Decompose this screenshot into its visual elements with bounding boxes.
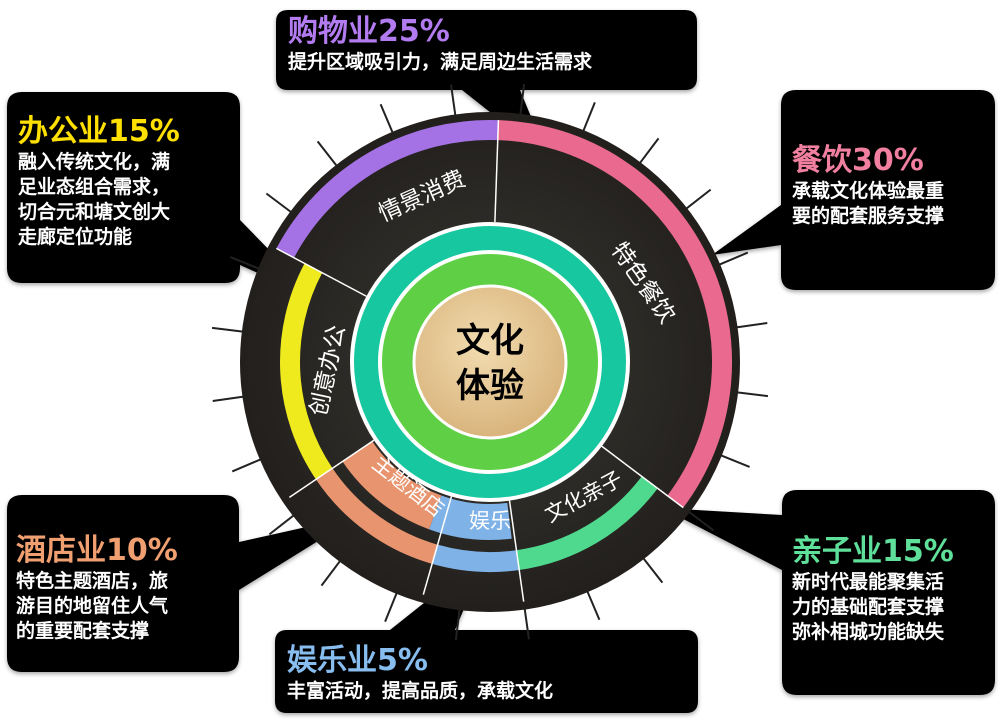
outer-percentage-arcs [275, 120, 733, 602]
ring-tick [384, 591, 399, 622]
callout-box-kids [662, 490, 995, 695]
segment-divider [288, 439, 375, 498]
center-circle [412, 284, 568, 440]
segment-divider [275, 247, 367, 297]
callout-catering-line: 要的配套服务支撑 [792, 205, 945, 227]
callout-boxes [7, 10, 995, 713]
callout-office-title: 办公业15% [18, 114, 180, 149]
callout-catering: 餐饮30% 承载文化体验最重 要的配套服务支撑 [792, 143, 944, 229]
ring-tick [519, 83, 526, 116]
callout-kids-line: 新时代最能聚集活 [792, 571, 945, 593]
ring-tick [268, 513, 296, 536]
outer-arc-office [280, 263, 333, 480]
callout-office-line: 切合元和塘文创大 [18, 201, 171, 223]
callout-kids-line: 弥补相城功能缺失 [792, 621, 945, 643]
outer-arc-hotel [315, 468, 438, 564]
callout-hotel-line: 的重要配套支撑 [16, 620, 150, 642]
ring-tick [641, 556, 664, 584]
segment-divider [422, 496, 453, 595]
inner-band-hotel [342, 441, 442, 530]
callout-shopping: 购物业25% 提升区域吸引力，满足周边生活需求 [288, 14, 592, 75]
ring-tick [717, 251, 749, 267]
ring-tick [719, 453, 750, 468]
callout-hotel-title: 酒店业10% [16, 533, 178, 568]
ring-tick [684, 188, 712, 211]
callout-kids-title: 亲子业15% [792, 534, 954, 569]
callout-box-office [7, 92, 318, 300]
callout-shopping-title: 购物业25% [288, 14, 450, 49]
ring-tick [736, 391, 769, 398]
callout-kids-line: 力的基础配套支撑 [792, 596, 945, 618]
outer-arc-shopping [276, 120, 499, 258]
ring-tick [265, 192, 293, 214]
ring-tick [320, 559, 342, 587]
callout-catering-line: 承载文化体验最重 [792, 180, 945, 202]
ring-tick [638, 137, 660, 165]
callout-box-catering [712, 90, 995, 290]
ring-tick [523, 607, 530, 640]
callout-box-shopping [276, 10, 697, 158]
outer-arc-kids [516, 476, 658, 571]
ring-tick [230, 256, 261, 271]
callout-box-entertainment [275, 552, 698, 713]
inner-band-entertainment [429, 495, 512, 540]
callout-kids: 亲子业15% 新时代最能聚集活 力的基础配套支撑 弥补相城功能缺失 [792, 534, 954, 645]
ring-tick-marks [211, 83, 769, 641]
outer-arc-catering [497, 120, 733, 508]
callout-hotel: 酒店业10% 特色主题酒店，旅 游目的地留住人气 的重要配套支撑 [16, 533, 178, 644]
callout-entertainment-line: 丰富活动，提高品质，承载文化 [287, 680, 554, 702]
segment-divider [508, 500, 525, 602]
ring-tick [450, 84, 457, 117]
callout-office-line: 走廊定位功能 [18, 226, 133, 248]
callout-shopping-line: 提升区域吸引力，满足周边生活需求 [288, 51, 593, 73]
callout-entertainment: 娱乐业5% 丰富活动，提高品质，承载文化 [287, 643, 553, 704]
center-text-line2: 体验 [456, 366, 524, 406]
callout-box-hotel [7, 495, 360, 672]
segment-divider [601, 445, 684, 509]
ring-tick [212, 395, 245, 402]
ring-tick [585, 589, 601, 621]
center-text-line1: 文化 [456, 321, 524, 361]
ring-tick [211, 326, 244, 333]
ring-tick [379, 103, 395, 135]
callout-catering-title: 餐饮30% [792, 143, 924, 178]
callout-hotel-line: 特色主题酒店，旅 [16, 570, 169, 592]
ring-tick [581, 102, 596, 133]
callout-entertainment-title: 娱乐业5% [287, 643, 428, 678]
callout-office-line: 融入传统文化，满 [18, 151, 171, 173]
callout-office-line: 足业态组合需求， [18, 176, 171, 198]
ring-tick [231, 457, 263, 473]
callout-office: 办公业15% 融入传统文化，满 足业态组合需求， 切合元和塘文创大 走廊定位功能 [18, 114, 180, 250]
ring-tick [687, 510, 715, 532]
ring-tick [735, 322, 768, 329]
outer-arc-entertainment [432, 544, 520, 573]
segment-divider [494, 120, 500, 223]
ring-tick [454, 608, 461, 641]
callout-hotel-line: 游目的地留住人气 [16, 595, 169, 617]
ring-tick [316, 140, 339, 168]
ring-label-entertainment: 娱乐 [469, 509, 511, 533]
